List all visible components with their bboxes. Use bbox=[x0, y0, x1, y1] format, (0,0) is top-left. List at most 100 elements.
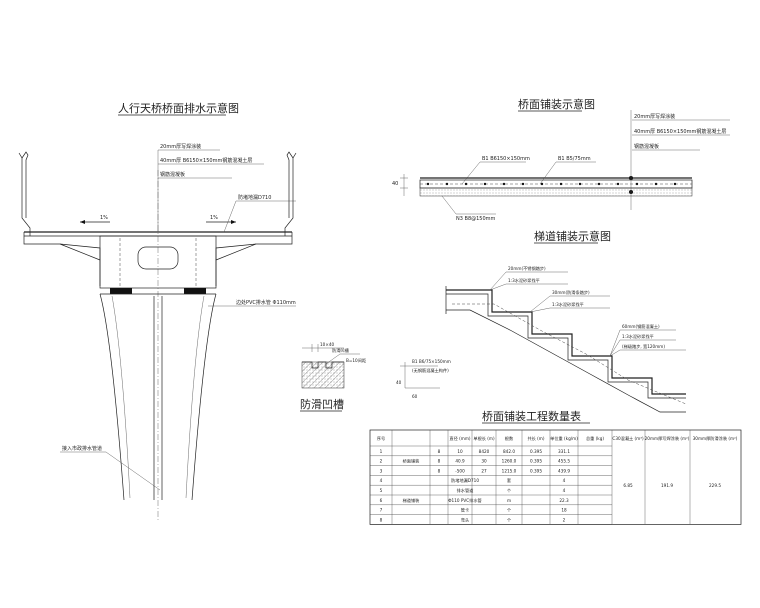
stair-paving-view: 梯道铺装示意图 20mm(不锈钢踏步) 1:3水泥砂浆找平 30mm(防滑条踏步… bbox=[396, 229, 687, 413]
rebar-dot bbox=[521, 182, 525, 186]
table-cell: 弯头 bbox=[461, 516, 469, 523]
left-railing-post bbox=[21, 151, 29, 218]
table-cell: 3 bbox=[380, 468, 383, 473]
deck-top-note-1: 20mm厚写焊涂装 bbox=[634, 113, 675, 120]
deck-left-haunch bbox=[59, 243, 101, 261]
main-view-title: 人行天桥桥面排水示意图 bbox=[118, 101, 239, 115]
groove-dim-line bbox=[302, 344, 344, 352]
paving-note-3: 钢筋混凝板 bbox=[160, 171, 185, 178]
table-cell: 管卡 bbox=[461, 507, 469, 514]
stair-slab-bottom bbox=[446, 309, 686, 413]
table-cell: 8 bbox=[438, 449, 441, 454]
table-cell: 842.0 bbox=[503, 449, 515, 454]
table-cell: 439.9 bbox=[558, 468, 570, 473]
deck-right-haunch bbox=[215, 243, 257, 261]
paint30-total: 229.5 bbox=[709, 483, 721, 488]
table-header: 根数 bbox=[505, 435, 514, 442]
table-cell: 套 bbox=[507, 477, 512, 484]
stair-rebar-note: B1 B6/75×150mm bbox=[412, 359, 451, 364]
table-header: 序号 bbox=[377, 435, 385, 442]
group-label: 桥面铺装 bbox=[403, 458, 421, 465]
slope-right-label: 1% bbox=[210, 215, 218, 221]
stair-dim-lines bbox=[400, 362, 440, 389]
table-title: 桥面铺装工程数量表 bbox=[482, 409, 581, 423]
group-label: 梯道铺装 bbox=[403, 497, 421, 504]
paving-note-2: 40mm厚 B6150×150mm钢筋混凝土层 bbox=[160, 157, 252, 164]
rebar-note-1: B1 B6150×150mm bbox=[482, 156, 530, 162]
stair-leader-2 bbox=[529, 295, 610, 313]
rebar-dot bbox=[654, 182, 658, 186]
stair-note-4: 1:3水泥砂浆找平 bbox=[552, 301, 584, 308]
deck-top-leaders bbox=[632, 119, 730, 151]
deck-top-note-2: 40mm厚 B6150×150mm钢筋混凝土层 bbox=[634, 128, 726, 135]
table-cell: 0.395 bbox=[530, 449, 542, 454]
table-cell: 40.9 bbox=[455, 459, 465, 464]
table-cell: 2 bbox=[563, 517, 566, 522]
rebar-leader-3 bbox=[441, 195, 496, 215]
table-cell: 5 bbox=[380, 488, 383, 493]
table-cell: 8420 bbox=[479, 449, 490, 454]
paint20-total: 191.9 bbox=[661, 483, 673, 488]
right-railing-post bbox=[286, 151, 294, 218]
bearing-left bbox=[110, 288, 132, 294]
deck-dim: 40 bbox=[392, 181, 398, 187]
pier-right-outline bbox=[191, 293, 217, 501]
drain-pipe bbox=[153, 296, 163, 500]
table-cell: 27 bbox=[481, 468, 487, 473]
table-cell: 防堵地漏D710 bbox=[451, 477, 479, 484]
table-cell: 个 bbox=[507, 508, 512, 513]
stair-note-5: 60mm(钢筋混凝土) bbox=[622, 323, 660, 330]
table-cell: 7 bbox=[380, 508, 383, 513]
pipe-note: 边处PVC排水管 Φ110mm bbox=[236, 299, 296, 306]
rebar-dot bbox=[464, 182, 468, 186]
rebar-dot bbox=[673, 182, 677, 186]
table-cell: 1215.0 bbox=[502, 468, 517, 473]
deck-view-title: 桥面铺装示意图 bbox=[518, 97, 595, 111]
paving-note-1: 20mm厚写焊涂装 bbox=[160, 143, 201, 150]
pier-inner-right bbox=[185, 295, 205, 499]
deck-top-note-3: 钢筋混凝板 bbox=[634, 143, 659, 150]
pier-left-outline bbox=[99, 293, 125, 501]
table-frame bbox=[369, 429, 742, 525]
stair-paving-line bbox=[446, 293, 686, 399]
table-header: 共长 (m) bbox=[527, 435, 544, 442]
rebar-leader-2 bbox=[539, 161, 596, 185]
right-railing bbox=[284, 152, 297, 236]
table-cell: 30 bbox=[481, 459, 487, 464]
groove-aggregate bbox=[302, 362, 344, 388]
rebar-dot bbox=[426, 182, 430, 186]
table-cell: 4 bbox=[380, 478, 383, 483]
table-cell: 个 bbox=[507, 488, 512, 493]
rebar-dot bbox=[502, 182, 506, 186]
table-header: 直径 (mm) bbox=[449, 435, 470, 441]
stair-rebar-sub: (无钢筋混凝土构件) bbox=[412, 367, 449, 374]
groove-profile bbox=[302, 361, 344, 369]
table-cell: 22.3 bbox=[559, 498, 569, 503]
table-cell: 10 bbox=[457, 449, 463, 454]
drain-leader bbox=[223, 200, 296, 233]
main-section-view: 人行天桥桥面排水示意图 1% 1 bbox=[18, 101, 297, 520]
table-header: 20mm厚写焊涂装 (m²) bbox=[645, 435, 690, 442]
stair-leader-3 bbox=[609, 329, 686, 357]
table-cell: 8 bbox=[380, 517, 383, 522]
stair-note-6: 1:3水泥砂浆找平 bbox=[622, 333, 654, 340]
deck-right-edge bbox=[215, 232, 293, 286]
table-cell: 0.395 bbox=[530, 468, 542, 473]
table-cell: Φ110 PVC排水管 bbox=[448, 497, 482, 504]
rebar-dot bbox=[559, 182, 563, 186]
table-header: 总重 (kg) bbox=[586, 435, 604, 441]
deck-base-layer bbox=[419, 187, 693, 197]
rebar-dot bbox=[445, 182, 449, 186]
inlet-leader bbox=[60, 451, 161, 491]
table-cell: 8 bbox=[438, 459, 441, 464]
rebar-dot bbox=[540, 182, 544, 186]
rebar-dot bbox=[597, 182, 601, 186]
rebar-dot bbox=[483, 182, 487, 186]
rebar-leader-1 bbox=[461, 161, 526, 185]
concrete-total: 6.85 bbox=[623, 483, 633, 488]
table-cell: 2 bbox=[380, 459, 383, 464]
left-railing bbox=[18, 152, 31, 236]
groove-note-2: B=10间距 bbox=[346, 357, 366, 364]
inlet-note: 接入市政排水管道 bbox=[62, 445, 102, 452]
table-cell: 4 bbox=[563, 488, 566, 493]
